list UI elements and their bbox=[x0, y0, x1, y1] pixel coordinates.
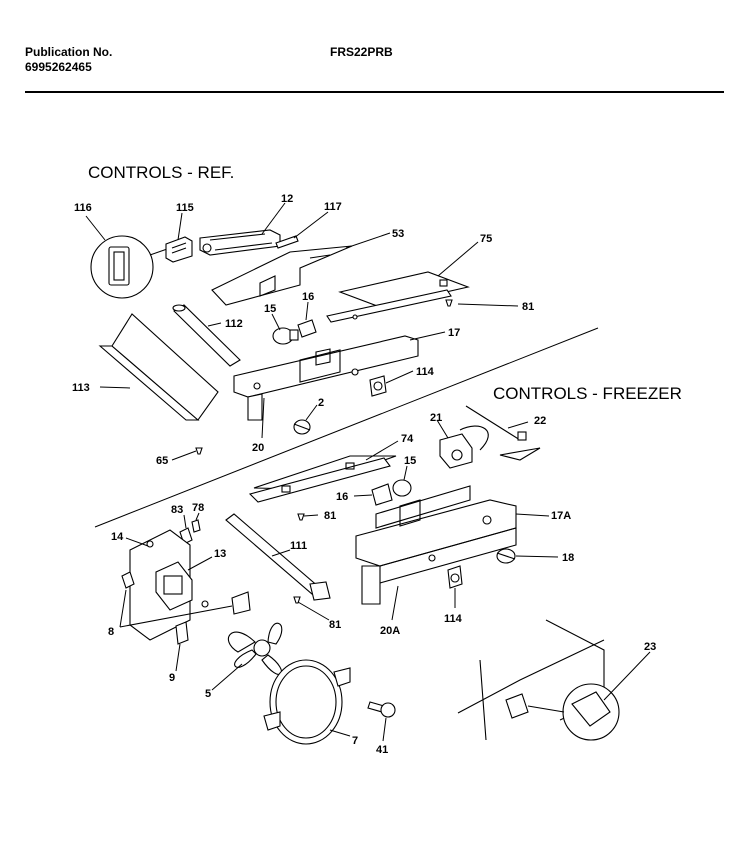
part-5-fan-blade bbox=[227, 622, 283, 675]
part-74-bracket bbox=[248, 455, 397, 503]
part-12-housing bbox=[199, 229, 281, 256]
part-78-clip bbox=[191, 519, 201, 533]
part-117-screw bbox=[275, 235, 299, 249]
part-53-cover bbox=[211, 245, 353, 306]
callout-111: 111 bbox=[290, 540, 307, 552]
part-17-control-panel bbox=[233, 335, 419, 421]
callout-115: 115 bbox=[176, 202, 194, 214]
part-23-detail bbox=[457, 619, 620, 741]
callout-21: 21 bbox=[430, 412, 442, 424]
part-116-detail bbox=[90, 235, 171, 299]
callout-5: 5 bbox=[205, 688, 211, 700]
model-number: FRS22PRB bbox=[330, 45, 393, 59]
callout-65: 65 bbox=[156, 455, 168, 467]
part-16-socket-freezer bbox=[371, 483, 393, 506]
part-21-thermostat bbox=[439, 425, 489, 469]
callout-117: 117 bbox=[324, 201, 342, 213]
part-65-screw bbox=[195, 447, 203, 455]
callout-13: 13 bbox=[214, 548, 226, 560]
part-114-knob-freezer bbox=[447, 565, 463, 589]
part-8-grommet bbox=[121, 571, 251, 615]
callout-83: 83 bbox=[171, 504, 183, 516]
part-81-screw-a bbox=[445, 299, 453, 307]
part-7-fan-shroud bbox=[263, 659, 351, 745]
part-81-screw-c bbox=[293, 596, 301, 604]
callout-114-ref: 114 bbox=[416, 366, 435, 378]
part-112-tube bbox=[172, 304, 241, 367]
part-81-screw-b bbox=[297, 513, 305, 521]
publication-label: Publication No. bbox=[25, 45, 113, 59]
callout-41: 41 bbox=[376, 744, 388, 756]
callout-81-freezer-a: 81 bbox=[324, 510, 336, 522]
freezer-section-title: CONTROLS - FREEZER bbox=[493, 384, 682, 403]
callout-74: 74 bbox=[401, 433, 414, 445]
callout-116: 116 bbox=[74, 202, 92, 214]
callout-17A: 17A bbox=[551, 510, 571, 522]
part-75-bracket bbox=[326, 271, 470, 323]
callout-23: 23 bbox=[644, 641, 656, 653]
callout-16-freezer: 16 bbox=[336, 491, 348, 503]
part-9-bracket bbox=[175, 621, 189, 645]
callout-15-freezer: 15 bbox=[404, 455, 416, 467]
callout-81-ref: 81 bbox=[522, 301, 534, 313]
callout-112: 112 bbox=[225, 318, 243, 330]
part-15-bulb-ref bbox=[272, 327, 299, 345]
callout-78: 78 bbox=[192, 502, 204, 514]
callout-53: 53 bbox=[392, 228, 404, 240]
callout-15-ref: 15 bbox=[264, 303, 276, 315]
part-113-trim bbox=[98, 313, 219, 421]
part-13-motor bbox=[155, 561, 193, 611]
ref-section-title: CONTROLS - REF. bbox=[88, 163, 234, 182]
part-17A-control-panel bbox=[355, 485, 517, 605]
callout-17: 17 bbox=[448, 327, 460, 339]
callout-2: 2 bbox=[318, 397, 324, 409]
callout-113: 113 bbox=[72, 382, 90, 394]
callout-14: 14 bbox=[111, 531, 124, 543]
header-rule bbox=[25, 91, 724, 93]
callout-8: 8 bbox=[108, 626, 114, 638]
part-2-knob bbox=[293, 419, 311, 435]
part-15-bulb-freezer bbox=[392, 479, 412, 497]
callout-9: 9 bbox=[169, 672, 175, 684]
callout-7: 7 bbox=[352, 735, 358, 747]
callout-20: 20 bbox=[252, 442, 264, 454]
part-22-sensing-tube bbox=[465, 405, 541, 461]
callout-114-freezer: 114 bbox=[444, 613, 463, 625]
callout-labels: 116 115 12 117 53 75 81 16 15 112 17 113… bbox=[72, 193, 656, 756]
callout-75: 75 bbox=[480, 233, 492, 245]
callout-18: 18 bbox=[562, 552, 574, 564]
part-41-screw bbox=[367, 701, 396, 718]
part-111-damper bbox=[225, 513, 331, 601]
callout-12: 12 bbox=[281, 193, 293, 205]
section-divider bbox=[94, 327, 599, 528]
part-115-bracket bbox=[165, 236, 193, 263]
leader-lines bbox=[85, 202, 651, 742]
part-114-knob-ref bbox=[369, 375, 387, 397]
callout-22: 22 bbox=[534, 415, 546, 427]
part-16-socket-ref bbox=[297, 319, 317, 338]
callout-16-ref: 16 bbox=[302, 291, 314, 303]
callout-81-freezer-b: 81 bbox=[329, 619, 341, 631]
callout-20A: 20A bbox=[380, 625, 400, 637]
part-18-knob bbox=[496, 548, 516, 564]
publication-number: 6995262465 bbox=[25, 60, 92, 74]
